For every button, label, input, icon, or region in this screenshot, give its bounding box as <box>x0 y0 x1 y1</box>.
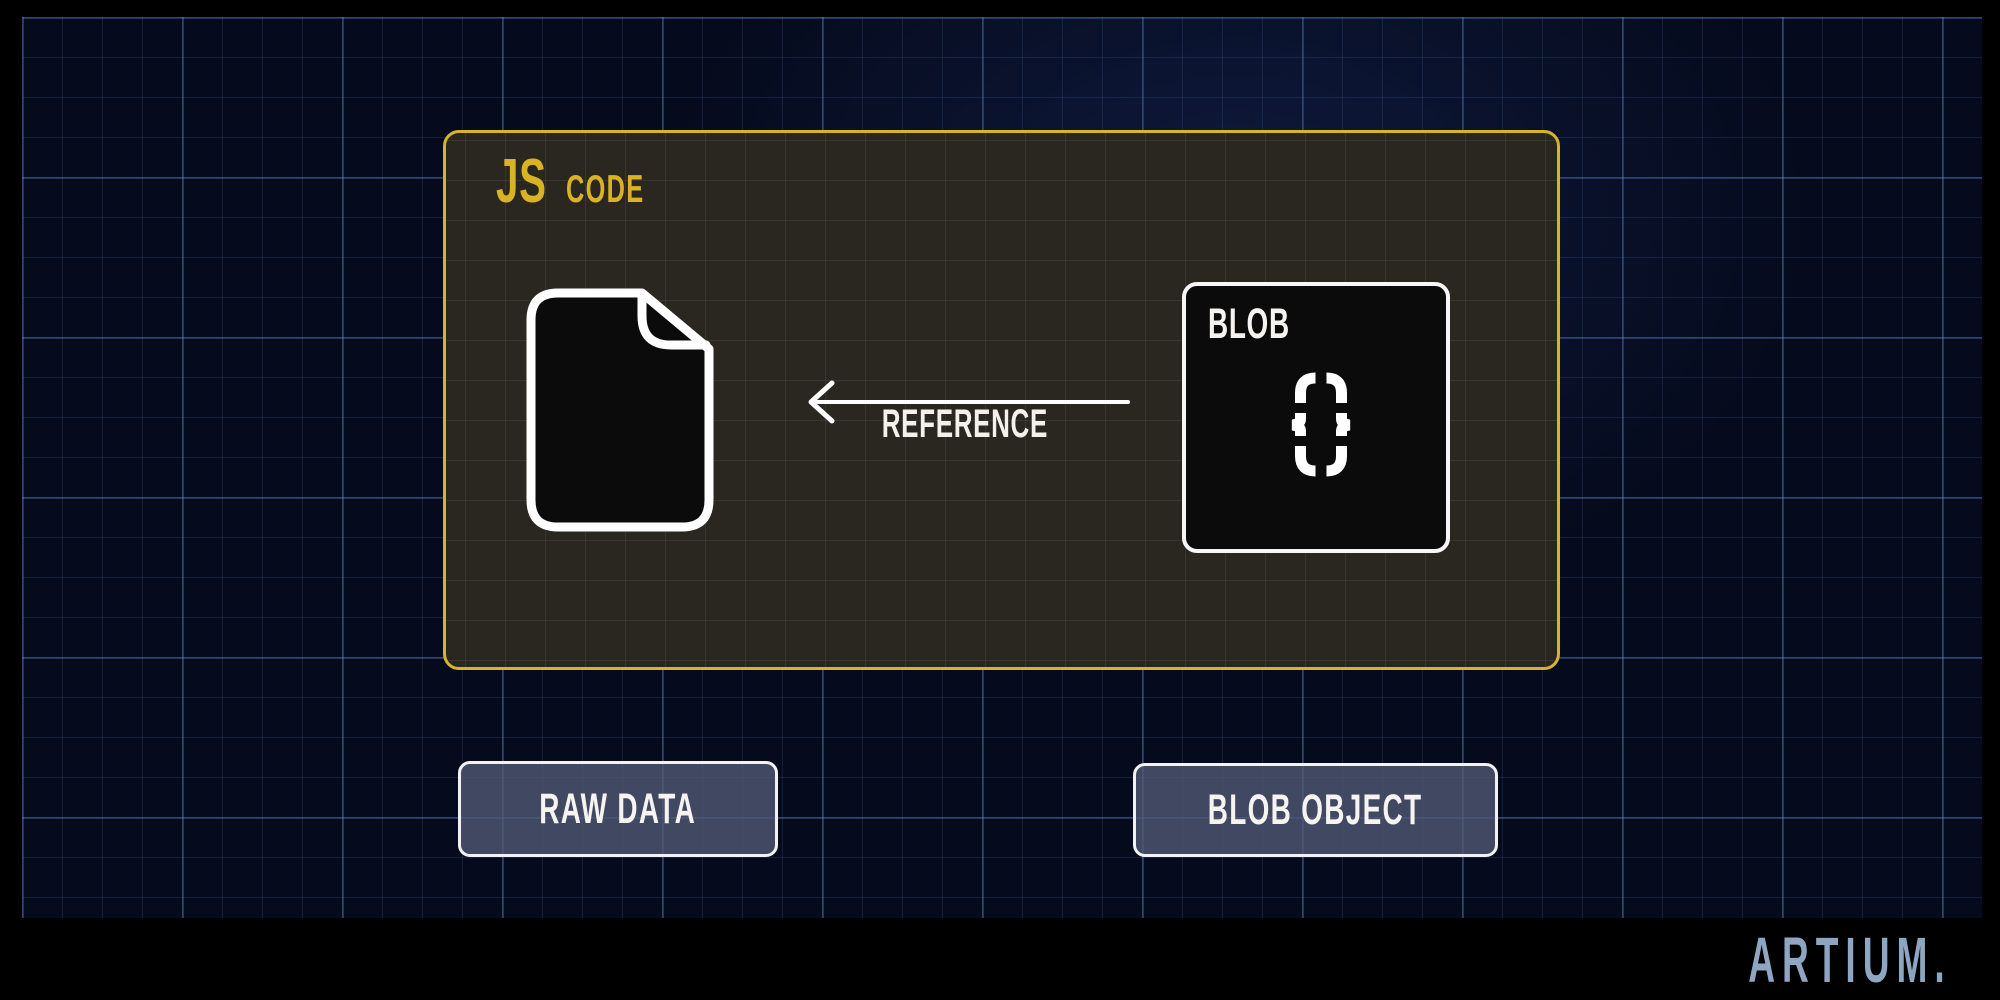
reference-label: REFERENCE <box>881 402 1049 446</box>
curly-braces-icon <box>1291 372 1351 477</box>
brand-logo: ARTIUM. <box>1601 928 1952 992</box>
grid-background: JS CODE REFERENCE BLOB <box>22 17 1982 918</box>
blob-object-box: BLOB <box>1182 282 1450 553</box>
document-icon <box>526 288 714 532</box>
panel-title-code: CODE <box>565 168 645 211</box>
brand-logo-text: ARTIUM. <box>1748 924 1952 996</box>
blob-label: BLOB <box>1208 300 1290 348</box>
panel-title: JS CODE <box>496 151 687 213</box>
raw-data-button-label: RAW DATA <box>539 784 697 833</box>
reference-arrow-icon <box>808 380 1130 424</box>
blob-object-button[interactable]: BLOB OBJECT <box>1133 763 1498 857</box>
raw-data-button[interactable]: RAW DATA <box>458 761 778 857</box>
panel-title-js: JS <box>496 147 547 216</box>
blob-object-button-label: BLOB OBJECT <box>1208 785 1423 834</box>
